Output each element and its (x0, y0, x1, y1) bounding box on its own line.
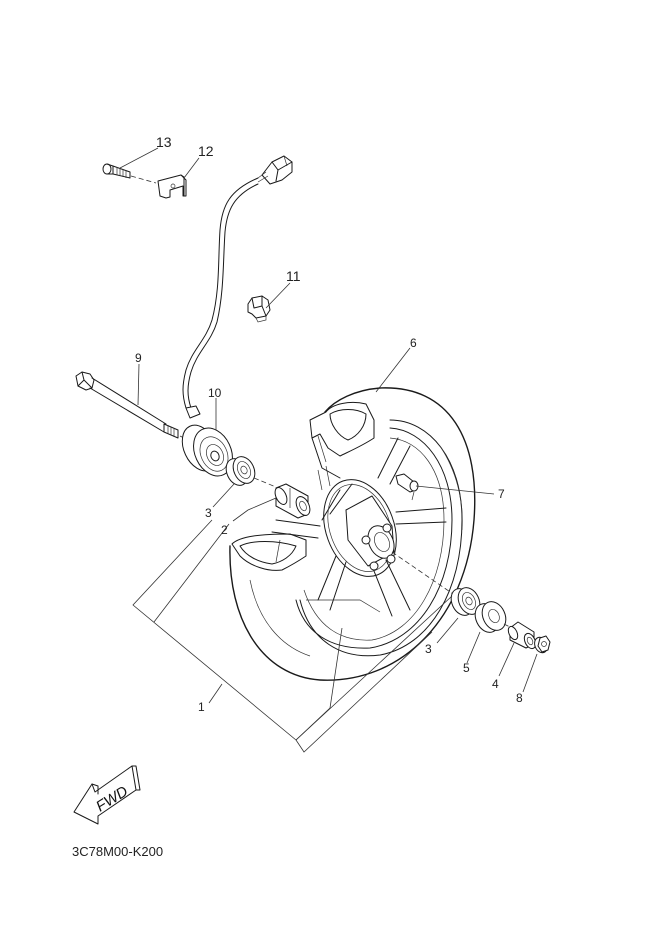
part-9-wheel-axle[interactable] (75, 371, 197, 445)
callout-1: 1 (198, 700, 205, 714)
callout-9: 9 (135, 351, 142, 365)
part-4-collar[interactable] (506, 621, 537, 650)
callout-7: 7 (498, 487, 505, 501)
part-13-bolt[interactable] (102, 163, 157, 184)
callout-labels: 13 12 11 9 10 6 7 3 2 3 5 4 8 1 (135, 134, 523, 714)
callout-5: 5 (463, 661, 470, 675)
wheel-rim-and-hub (271, 437, 457, 617)
callout-10: 10 (208, 386, 222, 400)
part-6-tire[interactable] (229, 387, 476, 681)
part-7-valve[interactable] (395, 473, 419, 501)
callout-3-right: 3 (425, 642, 432, 656)
part-8-nut[interactable] (532, 635, 551, 655)
callout-6: 6 (410, 336, 417, 350)
callout-8: 8 (516, 691, 523, 705)
speed-sensor-cable (182, 155, 293, 409)
part-3-bearing-left[interactable] (222, 453, 277, 489)
callout-11: 11 (286, 268, 301, 284)
callout-12: 12 (198, 143, 214, 159)
part-3-bearing-right[interactable] (447, 584, 484, 619)
callout-13: 13 (156, 134, 172, 150)
part-10-speed-sensor-unit[interactable] (175, 405, 240, 482)
leader-lines (119, 147, 538, 753)
part-5-oil-seal[interactable] (471, 598, 513, 636)
callout-4: 4 (492, 677, 499, 691)
callout-2: 2 (221, 523, 228, 537)
forward-direction-arrow: FWD (73, 765, 141, 825)
diagram-code: 3C78M00-K200 (72, 844, 163, 859)
part-2-spacer[interactable] (273, 483, 313, 519)
part-11-cable-clamp[interactable] (247, 295, 271, 323)
callout-3-left: 3 (205, 506, 212, 520)
part-12-bracket[interactable] (157, 174, 187, 199)
